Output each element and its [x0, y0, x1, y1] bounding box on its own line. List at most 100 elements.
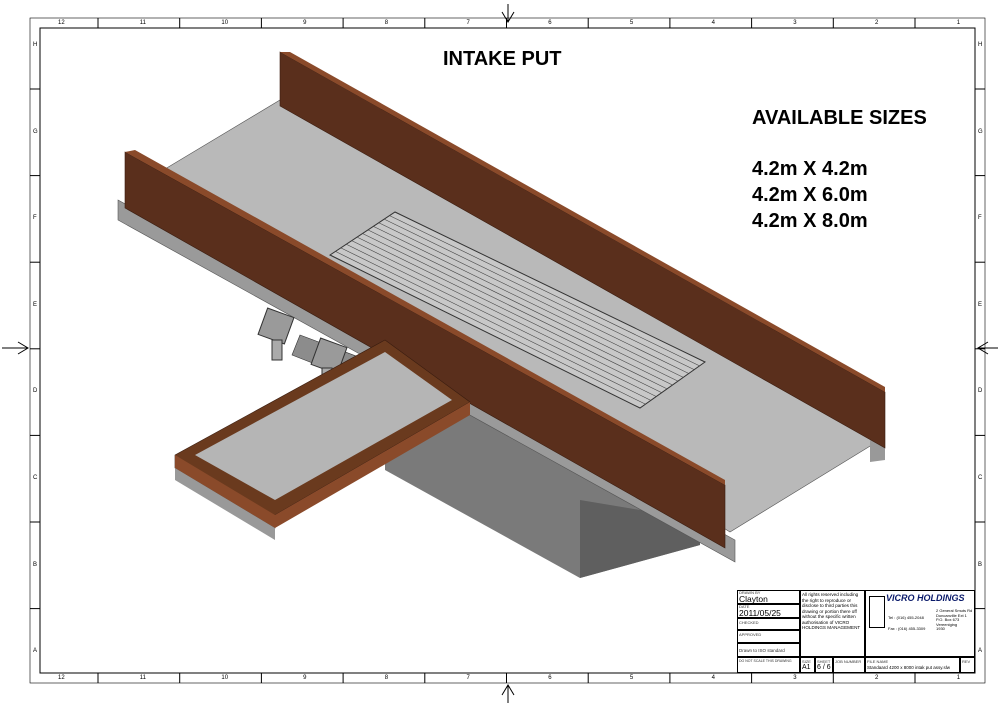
- grid-column-label: 8: [384, 675, 389, 681]
- grid-column-label: 4: [711, 20, 715, 26]
- company-logo-icon: [869, 596, 885, 628]
- grating-bar: [373, 226, 684, 378]
- grid-row-label: D: [978, 388, 983, 395]
- grid-row-label: A: [33, 648, 38, 655]
- front-wall-top: [125, 150, 725, 485]
- grid-column-label: 9: [303, 20, 307, 26]
- grid-column-label: 4: [711, 675, 715, 681]
- grid-column-label: 7: [466, 20, 470, 26]
- date: 2011/05/25: [739, 608, 781, 618]
- grid-row-label: C: [978, 475, 983, 481]
- grid-column-label: 10: [221, 20, 229, 26]
- grid-column-label: 10: [221, 675, 229, 681]
- address-line: Duncanville Ext 1: [936, 612, 967, 618]
- grid-column-label: 1: [956, 675, 961, 681]
- do-not-scale-cell: DO NOT SCALE THIS DRAWING: [737, 657, 800, 673]
- grid-column-label: 3: [793, 20, 797, 26]
- label: APPROVED: [739, 632, 762, 637]
- grid-column-label: 12: [58, 675, 65, 681]
- grid-column-label: 2: [875, 675, 879, 681]
- sheet-number: 6 / 6: [817, 663, 831, 671]
- sheet-size: A1: [802, 663, 811, 671]
- grid-row-label: G: [33, 128, 38, 135]
- grid-column-label: 7: [466, 675, 470, 681]
- label: SHEET: [817, 659, 831, 664]
- drawing-title: INTAKE PUT: [443, 48, 562, 70]
- address-line: 1930: [936, 626, 945, 631]
- label: DRAWN BY: [739, 590, 761, 595]
- file-name: Standaard 4200 x 8000 intak put assy.slw: [867, 664, 950, 670]
- label: SIZE: [802, 659, 811, 664]
- company-cell: VICRO HOLDINGS Tel : (016) 455-2048 Fax …: [865, 590, 975, 657]
- standard: Drawn to ISO standard: [739, 648, 785, 653]
- grid-row-label: C: [33, 475, 38, 481]
- label: DATE: [739, 604, 750, 609]
- size-option: 4.2m X 8.0m: [752, 210, 868, 232]
- grating-bar: [378, 222, 689, 374]
- grid-column-label: 3: [793, 675, 797, 681]
- grid-column-label: 6: [548, 20, 552, 26]
- grid-row-label: B: [33, 561, 38, 568]
- label: FILE NAME: [867, 659, 889, 664]
- grid-row-label: E: [978, 301, 983, 308]
- center-arrow-top-icon: [501, 4, 515, 23]
- standard-cell: Drawn to ISO standard: [737, 643, 800, 657]
- grid-column-label: 11: [139, 20, 146, 26]
- grating-bar: [335, 251, 646, 405]
- drawn-by: Clayton: [739, 594, 768, 604]
- center-arrow-right-icon: [977, 341, 998, 355]
- grid-row-label: D: [33, 388, 38, 395]
- grid-row-label: H: [33, 42, 38, 48]
- grid-column-label: 11: [139, 675, 146, 681]
- approved-cell: APPROVED: [737, 630, 800, 643]
- grating-bars: [335, 215, 700, 405]
- grid-row-label: A: [978, 648, 983, 655]
- rights-notice: All rights reserved including the right …: [800, 590, 865, 657]
- job-cell: JOB NUMBER: [833, 657, 865, 673]
- grid-row-label: H: [978, 42, 983, 48]
- checked-cell: CHECKED: [737, 618, 800, 630]
- grid-column-label: 8: [384, 20, 389, 26]
- grating-bar: [389, 215, 700, 367]
- valve: [257, 307, 295, 345]
- sizes-heading: AVAILABLE SIZES: [752, 107, 927, 129]
- label: JOB NUMBER: [835, 659, 862, 664]
- back-wall-top: [280, 52, 885, 392]
- grid-column-label: 5: [629, 675, 634, 681]
- grid-column-label: 2: [875, 20, 879, 26]
- grating-bar: [356, 236, 668, 390]
- do-not-scale: DO NOT SCALE THIS DRAWING: [739, 659, 792, 663]
- fax: Fax : (016) 455-3309: [888, 626, 926, 631]
- label: CHECKED: [739, 620, 759, 625]
- grid-column-label: 5: [629, 20, 634, 26]
- grating-bar: [351, 240, 662, 393]
- grid-row-label: F: [978, 215, 982, 222]
- grid-column-label: 6: [548, 675, 552, 681]
- grid-column-label: 1: [956, 20, 961, 26]
- size-option: 4.2m X 4.2m: [752, 158, 868, 180]
- rev-cell: REV: [960, 657, 975, 673]
- size-option: 4.2m X 6.0m: [752, 184, 868, 206]
- grating-bar: [346, 243, 657, 397]
- inner-frame: [39, 27, 976, 674]
- grid-ticks: [30, 18, 985, 683]
- side-platform-floor: [195, 352, 452, 500]
- address-line: 2 General Smuts Rd: [936, 608, 973, 613]
- grating-bar: [340, 247, 651, 401]
- tel: Tel : (016) 455-2048: [888, 615, 924, 620]
- address-line: P.O. Box 673: [936, 617, 960, 622]
- company-name: VICRO HOLDINGS: [886, 593, 965, 603]
- center-arrow-left-icon: [2, 341, 29, 355]
- label: REV: [962, 659, 971, 664]
- address-line: Vereeniging: [936, 621, 958, 627]
- grid-column-label: 9: [303, 675, 307, 681]
- grid-row-label: F: [33, 215, 37, 222]
